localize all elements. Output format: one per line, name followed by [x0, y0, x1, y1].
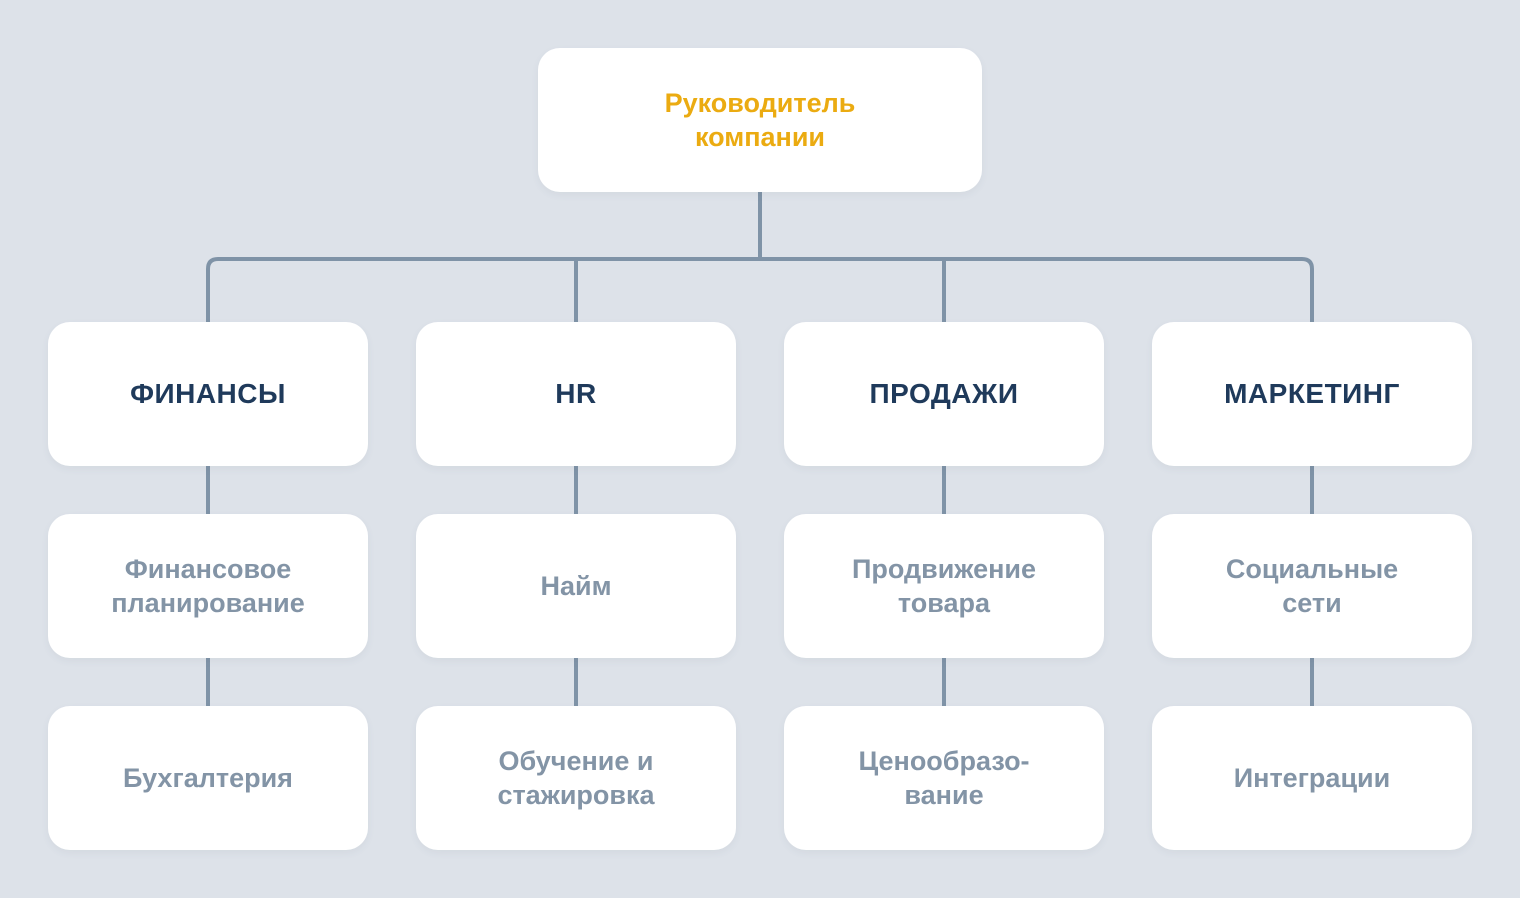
department-node-finance: ФИНАНСЫ	[48, 322, 368, 466]
subunit-node-social-media: Социальные сети	[1152, 514, 1472, 658]
department-node-sales: ПРОДАЖИ	[784, 322, 1104, 466]
root-node-label: Руководитель компании	[664, 88, 856, 152]
department-label: ФИНАНСЫ	[130, 378, 286, 409]
subunit-node-integrations: Интеграции	[1152, 706, 1472, 850]
subunit-label: Интеграции	[1233, 763, 1391, 793]
branch-bus-line	[206, 257, 1314, 324]
subunit-label: Социальные сети	[1225, 554, 1399, 618]
root-node-company-head: Руководитель компании	[538, 48, 982, 192]
department-node-hr: HR	[416, 322, 736, 466]
subunit-label: Ценообразо- вание	[858, 746, 1030, 810]
department-label: ПРОДАЖИ	[869, 378, 1019, 409]
department-node-marketing: МАРКЕТИНГ	[1152, 322, 1472, 466]
subunit-label: Продвижение товара	[851, 554, 1037, 618]
department-label: МАРКЕТИНГ	[1224, 378, 1400, 409]
subunit-label: Финансовое планирование	[111, 554, 305, 618]
subunit-label: Найм	[540, 571, 612, 601]
subunit-label: Бухгалтерия	[123, 763, 293, 793]
subunit-node-financial-planning: Финансовое планирование	[48, 514, 368, 658]
subunit-label: Обучение и стажировка	[497, 746, 655, 810]
department-label: HR	[555, 378, 597, 409]
subunit-node-hiring: Найм	[416, 514, 736, 658]
subunit-node-accounting: Бухгалтерия	[48, 706, 368, 850]
subunit-node-pricing: Ценообразо- вание	[784, 706, 1104, 850]
subunit-node-product-promotion: Продвижение товара	[784, 514, 1104, 658]
subunit-node-training: Обучение и стажировка	[416, 706, 736, 850]
